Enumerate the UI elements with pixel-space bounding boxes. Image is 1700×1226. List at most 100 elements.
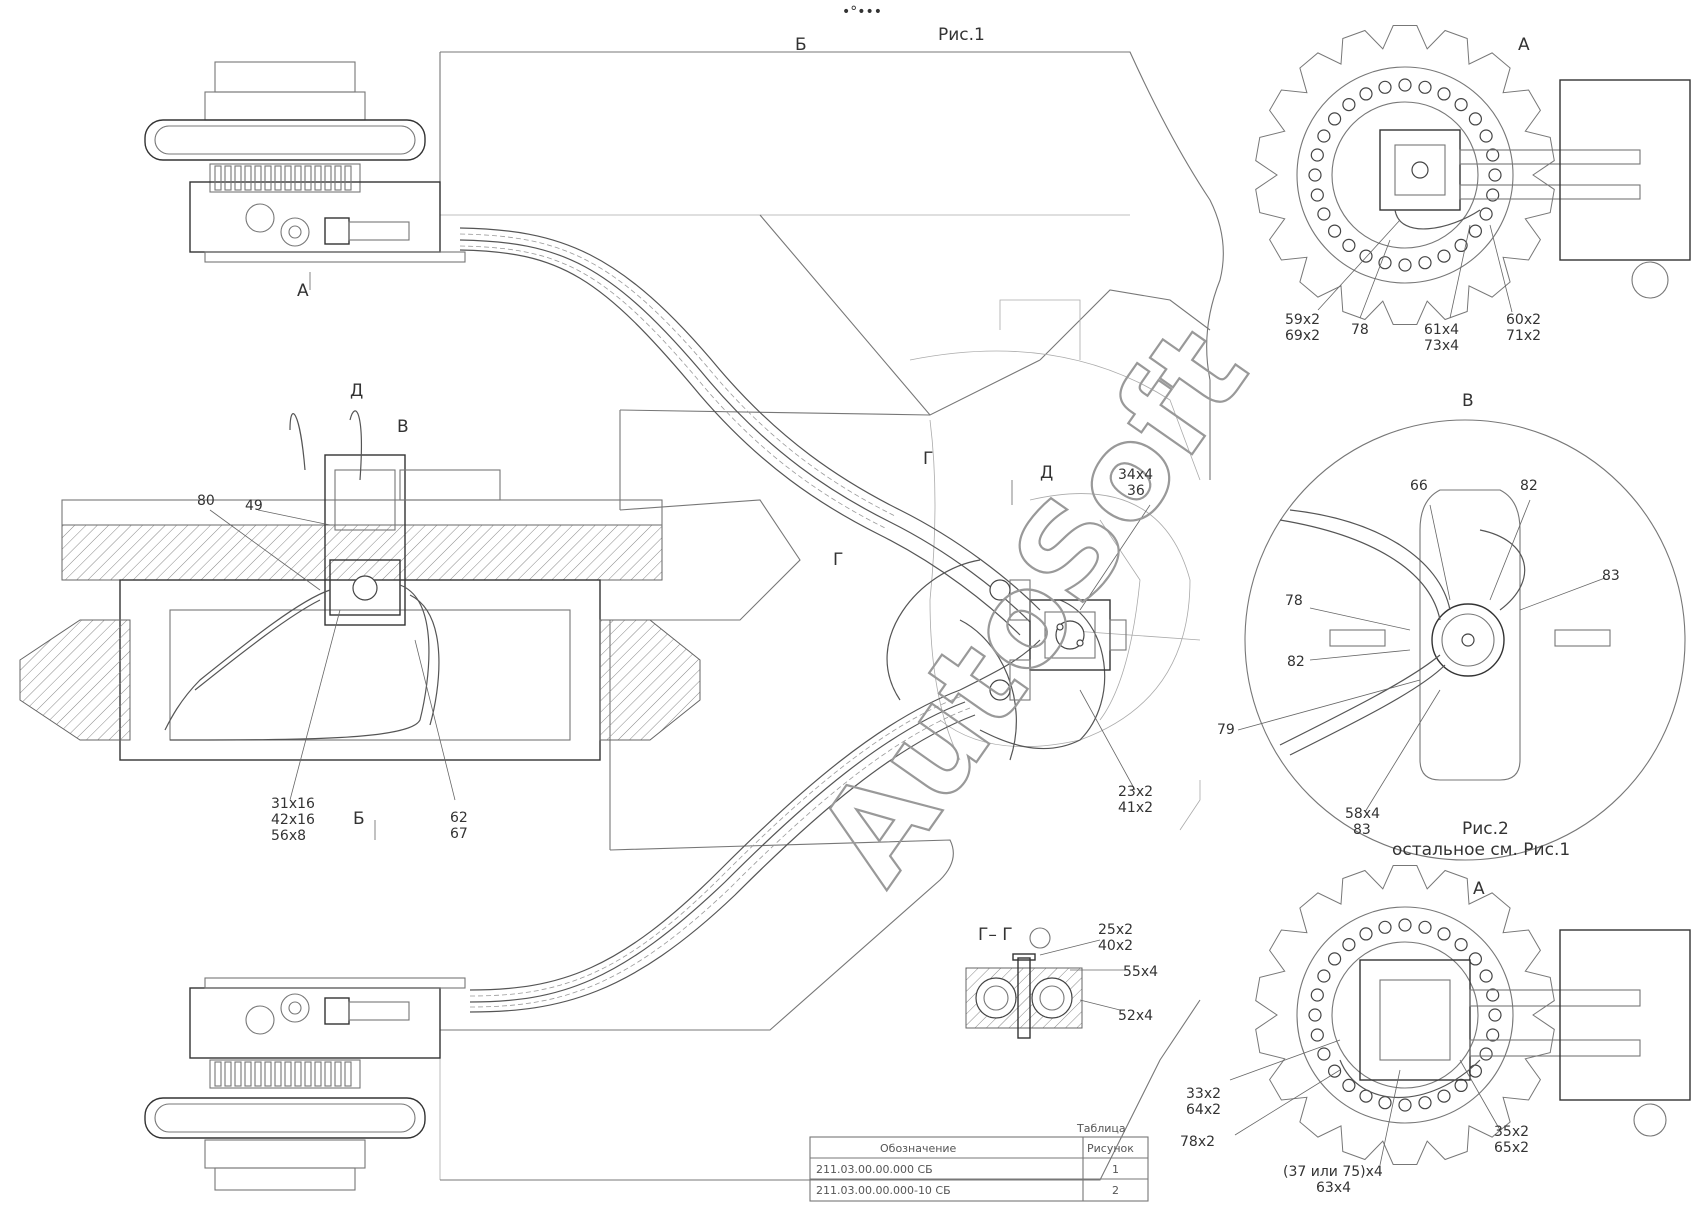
sprocket-bolt [1479,1047,1493,1061]
view-d-center-label: Д [1040,463,1053,483]
table-header-figure: Рисунок [1087,1142,1134,1155]
sprocket-bolt [1308,1008,1322,1022]
sprocket-bolt [1317,969,1331,983]
view-v [1244,419,1686,861]
track-link [304,165,312,191]
sprocket-bolt [1342,937,1356,952]
callout-33-64-line2: 64х2 [1186,1102,1221,1118]
sprocket-bolt [1359,927,1373,941]
figure-1-label: Рис.1 [938,25,985,45]
table-cell: 211.03.00.00.000-10 СБ [816,1184,951,1197]
sprocket-bolt [1486,148,1500,162]
sprocket-bolt [1454,1078,1468,1093]
sprocket-bolt [1454,937,1468,952]
callout-66: 66 [1410,478,1428,494]
callout-55: 55х4 [1123,964,1158,980]
callout-35-65-line1: 35х2 [1494,1124,1529,1140]
sprocket-bolt [1468,112,1483,126]
sprocket-bolt [1378,256,1392,270]
callout-52: 52х4 [1118,1008,1153,1024]
callout-59-69-line1: 59х2 [1285,312,1320,328]
track-link [224,1061,232,1087]
section-g-g [965,927,1083,1039]
sprocket-outline [1255,25,1555,325]
track-links-bottom [214,1061,352,1087]
callout-61-73-line1: 61х4 [1424,322,1459,338]
sprocket-bolt [1468,224,1483,238]
sprocket-bolt [1310,1028,1324,1042]
callouts: 59х2 69х2 78 61х4 73х4 60х2 71х2 66 82 8… [197,312,1620,1196]
callout-82-bottom: 82 [1287,654,1305,670]
callout-58-83-line1: 58х4 [1345,806,1380,822]
callout-61-73-line2: 73х4 [1424,338,1459,354]
callout-78-view-v: 78 [1285,593,1303,609]
sprocket-bolt [1310,188,1324,202]
sprocket-bolt [1437,1089,1451,1103]
view-a-bottom-label: А [1473,879,1485,899]
top-mark: •°••• [842,4,882,20]
track-link [254,165,262,191]
sprocket-bolt [1437,249,1451,263]
track-link [234,165,242,191]
figure-2-label: Рис.2 [1462,819,1509,839]
track-link [224,165,232,191]
sprocket-bolt [1468,1064,1483,1078]
track-link [294,1061,302,1087]
sprocket-bolt [1342,238,1356,252]
sprocket-bolt [1398,1098,1412,1112]
hose-bundle-main [459,227,1106,1013]
track-link [284,165,292,191]
sprocket-bolt [1486,188,1500,202]
track-link [304,1061,312,1087]
track-link [214,165,222,191]
sprocket-bolt [1317,1047,1331,1061]
sprocket-outline [1255,865,1555,1165]
sprocket-bolt [1418,256,1432,270]
callout-23-41-line2: 41х2 [1118,800,1153,816]
section-g1-label: Г [923,449,933,469]
sprocket-bolt [1327,112,1342,126]
callout-82-top: 82 [1520,478,1538,494]
track-link [324,1061,332,1087]
callout-63-line2: 63х4 [1316,1180,1351,1196]
sprocket-bolt [1488,168,1502,182]
callout-23-41-line1: 23х2 [1118,784,1153,800]
sprocket-bolt [1327,952,1342,966]
callout-59-69-line2: 69х2 [1285,328,1320,344]
sprocket-bolt [1454,97,1468,112]
table-cell: 211.03.00.00.000 СБ [816,1163,933,1176]
sprocket-ring-inner [1331,941,1479,1089]
view-v-label: В [1462,391,1474,411]
callout-83: 83 [1602,568,1620,584]
sprocket-bolt [1488,1008,1502,1022]
sprocket-bolt [1468,952,1483,966]
sprocket-bolt [1479,207,1493,221]
sprocket-bolt [1317,207,1331,221]
callout-78x2: 78х2 [1180,1134,1215,1150]
sprocket-bolt [1378,1096,1392,1110]
track-link [334,165,342,191]
track-link [324,165,332,191]
view-d-label: Д [350,381,363,401]
sprocket-bolt [1342,1078,1356,1093]
view-a-top-label: А [1518,35,1530,55]
view-a-arrow-label: А [297,281,309,301]
callout-42-line: 42х16 [271,812,315,828]
view-a-bottom [1255,865,1691,1165]
sprocket-bolt [1418,80,1432,94]
track-link [344,165,352,191]
callout-56-line: 56х8 [271,828,306,844]
track-link [314,165,322,191]
view-b-label: Б [795,35,807,55]
section-g2-label: Г [833,550,843,570]
view-v-arrow-label: В [397,417,409,437]
sprocket-bolt [1308,168,1322,182]
track-link [264,165,272,191]
table-header-designation: Обозначение [880,1142,957,1155]
track-link [254,1061,262,1087]
sprocket-bolt [1479,129,1493,143]
watermark: AutoSoft [790,302,1277,909]
track-link [314,1061,322,1087]
section-g-g-label: Г– Г [978,925,1013,945]
